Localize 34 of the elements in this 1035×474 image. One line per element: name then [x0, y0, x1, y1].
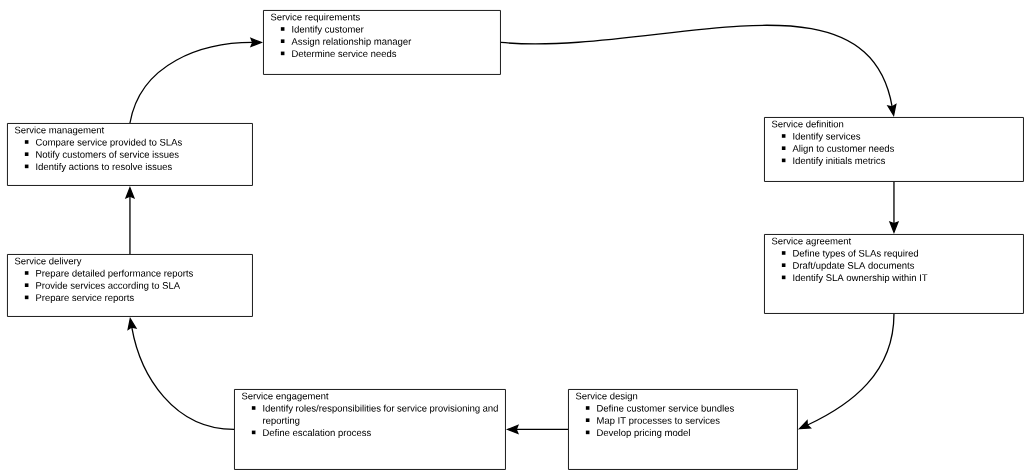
bullet-item: Prepare detailed performance reports	[24, 269, 193, 279]
box-heading: Service engagement	[241, 392, 329, 402]
process-box	[764, 234, 1024, 314]
bullet-item: Align to customer needs	[781, 144, 894, 154]
bullet-item: Define types of SLAs required	[781, 249, 919, 259]
box-heading: Service definition	[771, 120, 844, 128]
process-box	[764, 117, 1024, 182]
bullet-item: Develop pricing model	[585, 429, 690, 438]
bullet-item: Determine service needs	[280, 50, 397, 58]
bullet-item: Identify customer	[280, 25, 364, 35]
process-box	[568, 389, 798, 470]
box-heading: Service management	[14, 126, 105, 136]
box-heading: Service delivery	[14, 257, 82, 267]
bullet-item: Notify customers of service issues	[24, 150, 179, 160]
bullet-item: Prepare service reports	[24, 294, 134, 303]
bullet-item: Identify services	[781, 132, 861, 142]
bullet-item: Identify actions to resolve issues	[24, 163, 172, 172]
box-heading: Service requirements	[270, 13, 360, 23]
bullet-item: Define escalation process	[251, 429, 371, 438]
process-box	[263, 10, 501, 75]
bullet-item: Compare service provided to SLAs	[24, 138, 182, 148]
bullet-item: Identify initials metrics	[781, 157, 885, 166]
process-box	[234, 389, 506, 470]
bullet-item: Map IT processes to services	[585, 416, 720, 426]
bullet-item: Assign relationship manager	[280, 37, 412, 47]
bullet-item: Identify roles/responsibilities for service provisioning and reporting	[251, 404, 498, 426]
bullet-item: Identify SLA ownership within IT	[781, 274, 928, 283]
process-box	[7, 123, 253, 186]
bullet-item: Draft/update SLA documents	[781, 261, 915, 271]
bullet-item: Provide services according to SLA	[24, 281, 181, 291]
bullet-item: Define customer service bundles	[585, 404, 734, 412]
box-heading: Service agreement	[771, 237, 852, 247]
process-box	[7, 254, 253, 317]
box-heading: Service design	[575, 392, 638, 402]
